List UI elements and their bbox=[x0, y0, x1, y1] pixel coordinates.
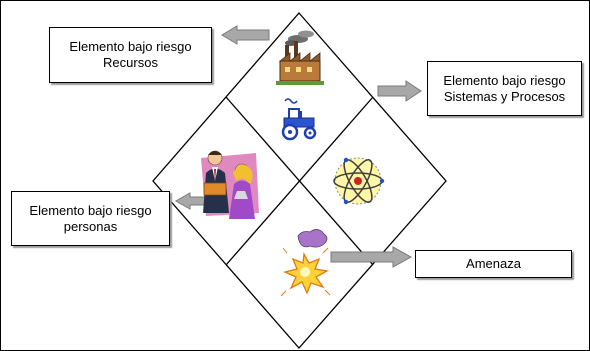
arrow-to-recursos bbox=[221, 25, 270, 45]
diamond-outline bbox=[152, 12, 447, 349]
label-personas-line2: personas bbox=[63, 218, 118, 234]
label-personas-line1: Elemento bajo riesgo bbox=[29, 202, 152, 218]
arrows bbox=[174, 25, 422, 268]
arrow-to-amenaza bbox=[330, 246, 413, 268]
label-amenaza: Amenaza bbox=[415, 250, 572, 278]
factory-icon bbox=[276, 30, 324, 85]
arrow-to-sistemas bbox=[377, 80, 422, 102]
label-recursos: Elemento bajo riesgo Recursos bbox=[49, 27, 212, 83]
label-amenaza-text: Amenaza bbox=[466, 256, 521, 271]
label-sistemas-line1: Elemento bajo riesgo bbox=[443, 72, 566, 88]
explosion-icon bbox=[280, 229, 331, 297]
atom-icon bbox=[333, 157, 385, 205]
label-recursos-line1: Elemento bajo riesgo bbox=[69, 39, 192, 54]
tractor-icon bbox=[281, 98, 317, 141]
label-personas: Elemento bajo riesgo personas bbox=[11, 191, 170, 246]
people-icon bbox=[201, 150, 259, 219]
label-sistemas-line2: Sistemas y Procesos bbox=[443, 88, 566, 104]
label-recursos-line2: Recursos bbox=[103, 55, 158, 70]
label-sistemas: Elemento bajo riesgo Sistemas y Procesos bbox=[427, 61, 582, 116]
